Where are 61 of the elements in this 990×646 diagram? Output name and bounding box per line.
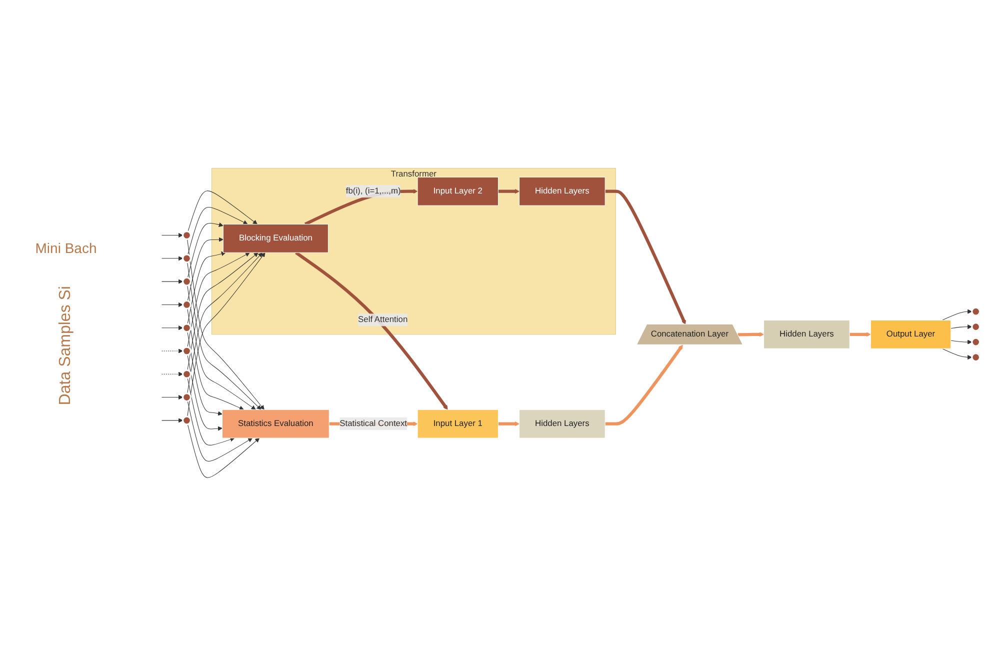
group-label: Mini Bach — [35, 240, 97, 256]
node-box: Statistics Evaluation — [222, 409, 330, 438]
arrow — [162, 256, 184, 261]
arrow — [187, 252, 250, 348]
arrow — [950, 340, 972, 344]
arrow — [188, 190, 258, 232]
arrow — [187, 252, 263, 394]
edge-label: fb(i), (i=1,...,m) — [346, 186, 401, 196]
node-circle — [971, 337, 981, 347]
node-box: Input Layer 1 — [417, 409, 498, 438]
arrow — [498, 189, 520, 194]
arrow — [187, 252, 226, 324]
arrow — [187, 222, 224, 278]
arrow — [605, 190, 686, 325]
arrow — [162, 302, 184, 308]
node-circle — [182, 276, 192, 286]
node-circle — [971, 352, 981, 362]
node-circle — [182, 369, 192, 379]
arrow — [162, 326, 184, 330]
arrow — [187, 354, 222, 431]
edge-label: Statistical Context — [340, 419, 408, 428]
node-circle — [971, 306, 981, 316]
arrow — [605, 344, 683, 426]
node-box: Hidden Layers — [519, 409, 606, 438]
node-circle — [182, 392, 192, 402]
arrow — [738, 332, 764, 337]
arrow — [187, 285, 256, 410]
arrow — [850, 332, 871, 337]
node-circle — [182, 346, 192, 356]
arrow — [162, 418, 184, 423]
node-circle — [971, 322, 981, 332]
arrow — [187, 237, 224, 302]
arrow — [295, 251, 448, 410]
node-circle — [182, 254, 192, 264]
arrow — [187, 424, 260, 478]
arrow — [498, 422, 520, 426]
arrow — [942, 348, 972, 360]
arrow — [162, 233, 184, 238]
arrow — [188, 207, 248, 255]
arrow — [162, 279, 184, 284]
arrow — [187, 332, 222, 416]
arrow — [187, 378, 235, 446]
node-box: Input Layer 2 — [417, 176, 498, 206]
arrow — [162, 372, 184, 377]
edge-label: Self Attention — [358, 315, 408, 324]
arrow — [162, 348, 184, 354]
arrow — [187, 252, 258, 371]
node-circle — [182, 230, 192, 240]
node-box: Hidden Layers — [519, 176, 606, 206]
arrow — [942, 309, 972, 321]
node-box: Output Layer — [870, 320, 952, 349]
arrow — [187, 400, 253, 462]
node-circle — [182, 323, 192, 333]
node-box: Blocking Evaluation — [222, 224, 328, 253]
axis-label: Data Samples Si — [57, 286, 75, 406]
node-box: Hidden Layers — [764, 320, 850, 349]
node-circle — [182, 300, 192, 310]
arrow — [162, 395, 184, 400]
node-circle — [182, 416, 192, 426]
arrow — [950, 324, 972, 330]
arrow — [187, 308, 244, 410]
